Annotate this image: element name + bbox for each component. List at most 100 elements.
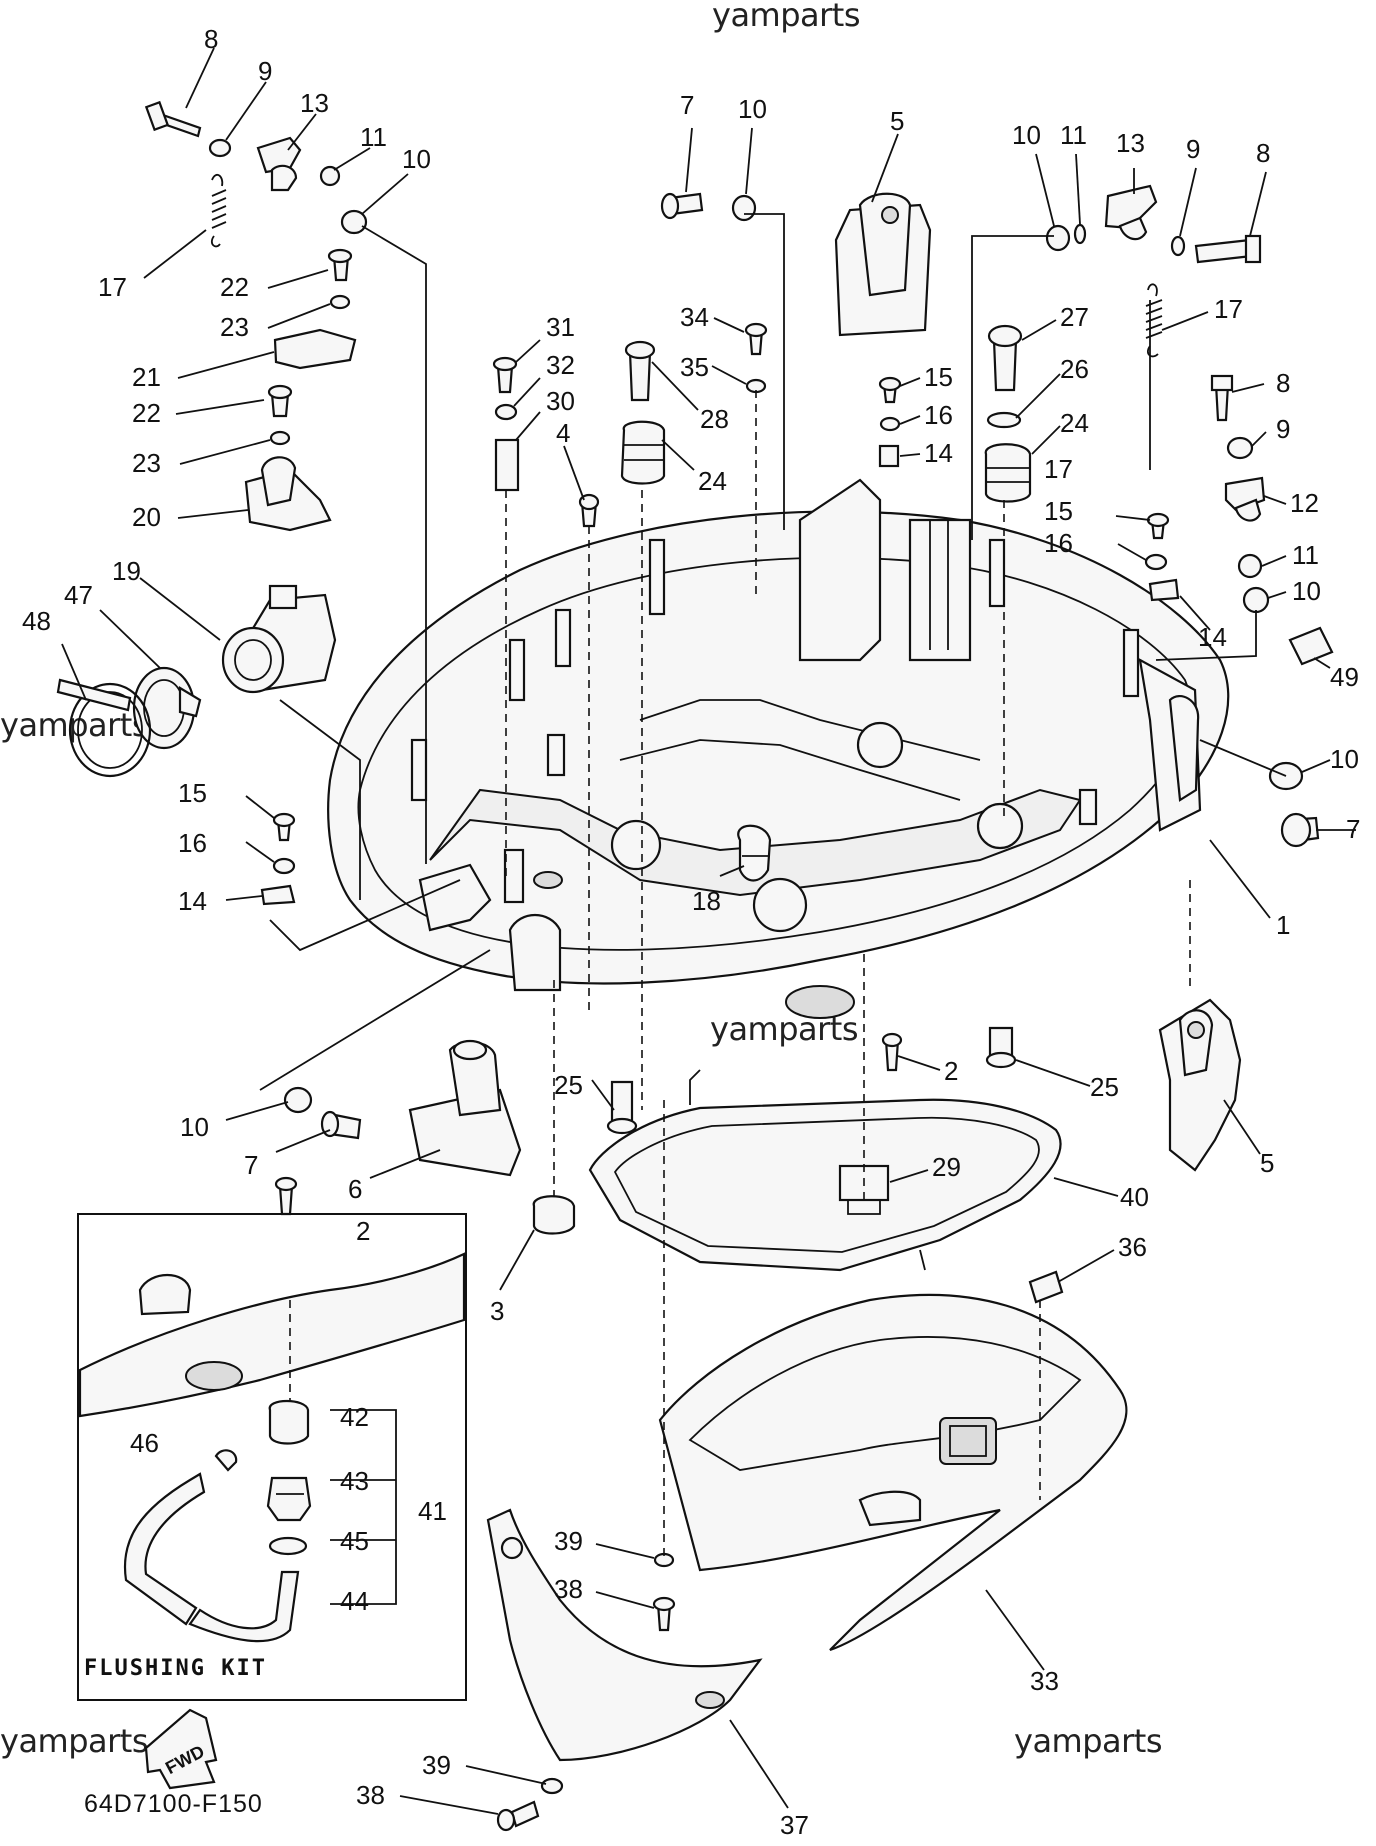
callout-25: 25 — [1090, 1072, 1119, 1102]
callout-9: 9 — [258, 56, 272, 86]
callout-24: 24 — [1060, 408, 1089, 438]
callout-16: 16 — [1044, 528, 1073, 558]
bottom-cowling — [327, 478, 1230, 1019]
callout-32: 32 — [546, 350, 575, 380]
callout-4: 4 — [556, 418, 570, 448]
callout-16: 16 — [924, 400, 953, 430]
callout-19: 19 — [112, 556, 141, 586]
callout-8: 8 — [1256, 138, 1270, 168]
callout-36: 36 — [1118, 1232, 1147, 1262]
bracket-21 — [273, 328, 357, 370]
callout-20: 20 — [132, 502, 161, 532]
callout-labels: 8 9 13 11 10 17 22 23 21 22 23 20 19 47 … — [22, 24, 1360, 1840]
callout-5: 5 — [890, 106, 904, 136]
callout-10: 10 — [180, 1112, 209, 1142]
callout-18: 18 — [692, 886, 721, 916]
callout-49: 49 — [1330, 662, 1359, 692]
callout-35: 35 — [680, 352, 709, 382]
callout-47: 47 — [64, 580, 93, 610]
callout-39: 39 — [554, 1526, 583, 1556]
callout-40: 40 — [1120, 1182, 1149, 1212]
seal-40 — [588, 1069, 1062, 1272]
callout-15: 15 — [178, 778, 207, 808]
fwd-arrow: FWD — [144, 1708, 218, 1790]
callout-38: 38 — [554, 1574, 583, 1604]
callout-41: 41 — [418, 1496, 447, 1526]
callout-26: 26 — [1060, 354, 1089, 384]
callout-7: 7 — [680, 90, 694, 120]
callout-17: 17 — [1214, 294, 1243, 324]
callout-28: 28 — [700, 404, 729, 434]
watermark: yamparts — [0, 706, 149, 744]
callout-23: 23 — [132, 448, 161, 478]
callout-2: 2 — [944, 1056, 958, 1086]
clamp-47 — [132, 666, 202, 750]
watermark: yamparts — [712, 0, 861, 34]
diagram-code: 64D7100-F150 — [84, 1790, 263, 1818]
callout-2: 2 — [356, 1216, 370, 1246]
callout-17: 17 — [1044, 454, 1073, 484]
callout-7: 7 — [244, 1150, 258, 1180]
callout-14: 14 — [1198, 622, 1227, 652]
bracket-20 — [244, 456, 332, 532]
watermark: yamparts — [1014, 1722, 1163, 1760]
callout-11: 11 — [360, 122, 387, 152]
callout-31: 31 — [546, 312, 575, 342]
callout-1: 1 — [1276, 910, 1290, 940]
callout-14: 14 — [924, 438, 953, 468]
callout-44: 44 — [340, 1586, 369, 1616]
callout-38: 38 — [356, 1780, 385, 1810]
callout-30: 30 — [546, 386, 575, 416]
bracket-6 — [408, 1039, 522, 1177]
callout-37: 37 — [780, 1810, 809, 1840]
callout-10: 10 — [738, 94, 767, 124]
callout-14: 14 — [178, 886, 207, 916]
band-48 — [56, 678, 152, 778]
callout-48: 48 — [22, 606, 51, 636]
callout-16: 16 — [178, 828, 207, 858]
callout-13: 13 — [300, 88, 329, 118]
callout-7: 7 — [1346, 814, 1360, 844]
callout-42: 42 — [340, 1402, 369, 1432]
callout-34: 34 — [680, 302, 709, 332]
callout-12: 12 — [1290, 488, 1319, 518]
fasteners — [144, 100, 1334, 1832]
callout-27: 27 — [1060, 302, 1089, 332]
callout-22: 22 — [220, 272, 249, 302]
callout-11: 11 — [1060, 120, 1087, 150]
bracket-5-top — [834, 192, 932, 337]
callout-13: 13 — [1116, 128, 1145, 158]
flushing-kit-inset — [77, 1176, 467, 1701]
flushing-kit-title: FLUSHING KIT — [84, 1656, 267, 1681]
callout-10: 10 — [1292, 576, 1321, 606]
assembly-dashes — [505, 390, 1191, 1556]
callout-24: 24 — [698, 466, 727, 496]
callout-25: 25 — [554, 1070, 583, 1100]
callout-8: 8 — [204, 24, 218, 54]
callout-5: 5 — [1260, 1148, 1274, 1178]
side-cover-37 — [486, 1508, 763, 1762]
callout-33: 33 — [1030, 1666, 1059, 1696]
callout-15: 15 — [1044, 496, 1073, 526]
callout-11: 11 — [1292, 540, 1319, 570]
bracket-5-right — [1158, 998, 1242, 1172]
lower-cover-33 — [658, 1293, 1128, 1652]
callout-9: 9 — [1186, 134, 1200, 164]
callout-10: 10 — [1012, 120, 1041, 150]
callout-10: 10 — [1330, 744, 1359, 774]
callout-21: 21 — [132, 362, 161, 392]
callout-43: 43 — [340, 1466, 369, 1496]
callout-22: 22 — [132, 398, 161, 428]
callout-23: 23 — [220, 312, 249, 342]
callout-29: 29 — [932, 1152, 961, 1182]
callout-3: 3 — [490, 1296, 504, 1326]
lock-assembly-19 — [221, 584, 337, 694]
callout-8: 8 — [1276, 368, 1290, 398]
callout-45: 45 — [340, 1526, 369, 1556]
callout-9: 9 — [1276, 414, 1290, 444]
callout-15: 15 — [924, 362, 953, 392]
callout-6: 6 — [348, 1174, 362, 1204]
callout-46: 46 — [130, 1428, 159, 1458]
watermark: yamparts — [0, 1722, 149, 1760]
